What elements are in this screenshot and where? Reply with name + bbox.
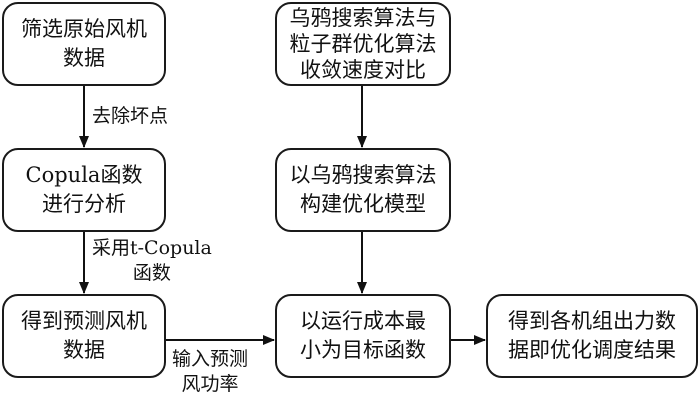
node-build-model: 以乌鸦搜索算法 构建优化模型 [275, 148, 451, 232]
node-text-line: 筛选原始风机 [21, 17, 147, 41]
node-text-line: 得到预测风机 [21, 309, 147, 333]
node-text-line: 以乌鸦搜索算法 [289, 163, 437, 187]
node-text-line: 以运行成本最 [300, 309, 426, 333]
edge-label-line: 函数 [132, 262, 171, 284]
edge-label-line: 风功率 [181, 373, 239, 395]
edge-label-t-copula: 采用t-Copula 函数 [92, 236, 212, 286]
node-text-line: 数据 [63, 338, 105, 362]
node-text-line: 构建优化模型 [300, 192, 426, 216]
node-copula-analysis: Copula函数 进行分析 [2, 148, 166, 232]
node-dispatch-result: 得到各机组出力数 据即优化调度结果 [486, 294, 698, 378]
node-text-line: 数据 [63, 46, 105, 70]
node-text-line: 小为目标函数 [300, 338, 426, 362]
node-objective-function: 以运行成本最 小为目标函数 [275, 294, 451, 378]
edge-label-line: 输入预测 [172, 348, 249, 370]
node-text-line: 进行分析 [42, 192, 126, 216]
edge-label-line: 采用t-Copula [92, 237, 212, 259]
node-text-line: 据即优化调度结果 [508, 338, 676, 362]
edge-label-remove-bad-points: 去除坏点 [92, 104, 168, 129]
node-text-line: 乌鸦搜索算法与 [289, 6, 437, 30]
node-text-line: 收敛速度对比 [300, 58, 426, 82]
node-screen-data: 筛选原始风机 数据 [2, 2, 166, 86]
edge-label-input-wind-power: 输入预测 风功率 [172, 347, 248, 397]
node-convergence-compare: 乌鸦搜索算法与 粒子群优化算法 收敛速度对比 [275, 2, 451, 86]
node-text-line: 粒子群优化算法 [289, 32, 437, 56]
node-text-line: 得到各机组出力数 [508, 309, 676, 333]
node-text-line: Copula函数 [25, 163, 143, 187]
node-predicted-data: 得到预测风机 数据 [2, 294, 166, 378]
edge-label-line: 去除坏点 [92, 105, 169, 127]
